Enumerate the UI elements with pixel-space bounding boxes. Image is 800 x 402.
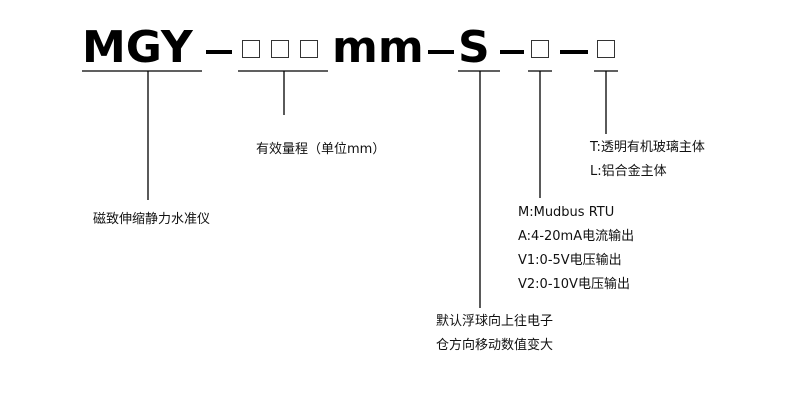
default-direction-line-2: 仓方向移动数值变大 [436,338,554,353]
range-digit-box-1 [242,40,260,58]
separator-dash-2 [428,50,454,54]
separator-dash-1 [206,50,232,54]
output-option-a: A:4-20mA电流输出 [518,229,635,244]
type-code: S [458,22,490,73]
output-option-m: M:Mudbus RTU [518,205,615,220]
range-description: 有效量程（单位mm） [256,142,386,157]
material-option-l: L:铝合金主体 [590,164,667,179]
output-option-v2: V2:0-10V电压输出 [518,277,630,292]
material-code-box [597,40,615,58]
separator-dash-4 [560,50,588,54]
output-option-v1: V1:0-5V电压输出 [518,253,622,268]
brand-description: 磁致伸缩静力水准仪 [93,212,211,227]
unit-code: mm [332,22,424,73]
separator-dash-3 [500,50,524,54]
range-digit-box-3 [300,40,318,58]
default-direction-line-1: 默认浮球向上往电子 [436,314,554,329]
brand-code: MGY [82,22,193,73]
range-digit-box-2 [271,40,289,58]
material-option-t: T:透明有机玻璃主体 [590,140,705,155]
output-code-box [531,40,549,58]
